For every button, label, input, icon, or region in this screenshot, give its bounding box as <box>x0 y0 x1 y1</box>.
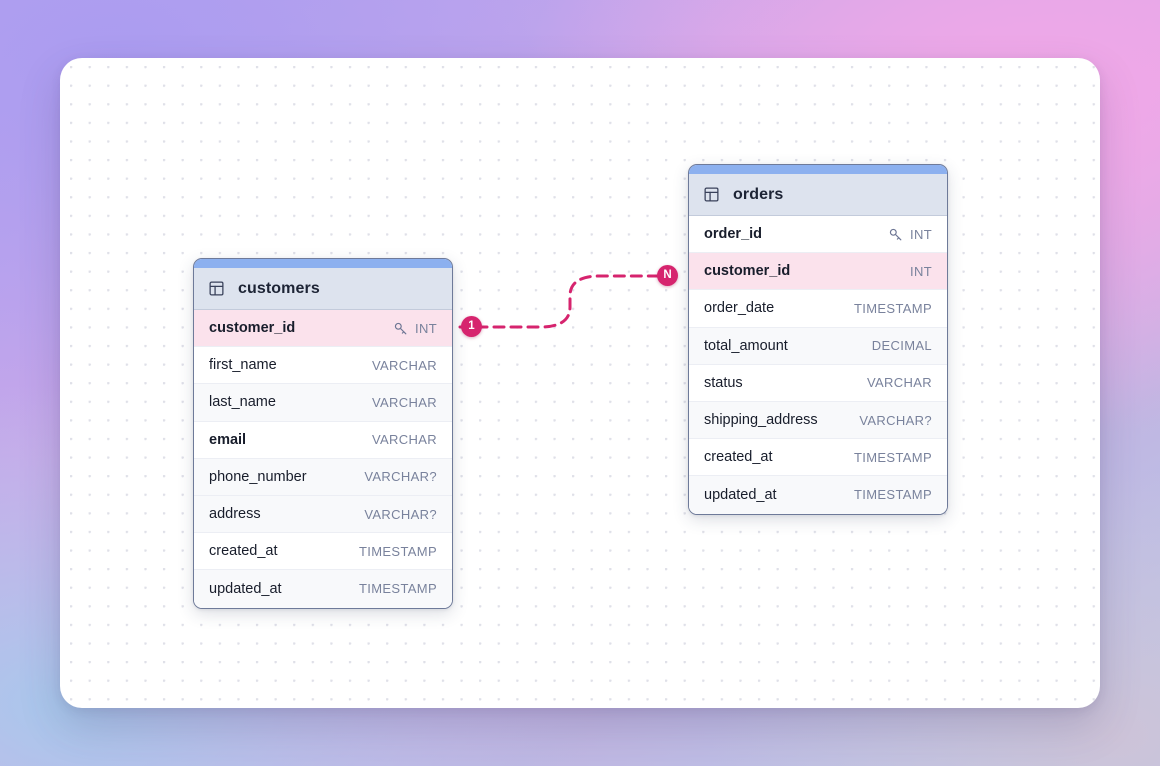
field-name: customer_id <box>704 263 791 280</box>
field-name: shipping_address <box>704 412 818 429</box>
field-row-shipping-address[interactable]: shipping_address VARCHAR? <box>689 401 947 440</box>
primary-key-icon <box>889 228 902 240</box>
field-row-customer-id[interactable]: customer_id INT <box>194 310 452 348</box>
field-row-status[interactable]: status VARCHAR <box>689 364 947 402</box>
table-title-customers: customers <box>238 279 320 297</box>
field-row-email[interactable]: email VARCHAR <box>194 421 452 459</box>
table-node-customers[interactable]: customers customer_id INT first_name VAR… <box>193 258 453 609</box>
field-type: VARCHAR? <box>859 412 932 428</box>
field-name: created_at <box>704 449 773 466</box>
field-name: email <box>209 431 247 448</box>
field-list-customers: customer_id INT first_name VARCHAR la <box>194 310 452 608</box>
field-row-first-name[interactable]: first_name VARCHAR <box>194 347 452 385</box>
field-row-total-amount[interactable]: total_amount DECIMAL <box>689 327 947 365</box>
field-name: total_amount <box>704 337 788 354</box>
field-row-updated-at[interactable]: updated_at TIMESTAMP <box>689 476 947 514</box>
field-row-phone-number[interactable]: phone_number VARCHAR? <box>194 458 452 496</box>
field-type: TIMESTAMP <box>853 449 932 465</box>
table-title-orders: orders <box>733 185 784 203</box>
table-header-orders[interactable]: orders <box>689 174 947 216</box>
field-meta: TIMESTAMP <box>359 581 437 596</box>
field-meta: VARCHAR? <box>364 507 437 522</box>
field-meta: VARCHAR <box>372 432 437 447</box>
table-node-orders[interactable]: orders order_id INT customer_id INT <box>688 164 948 515</box>
field-name: updated_at <box>704 486 777 503</box>
field-name: order_date <box>704 300 775 317</box>
field-type: VARCHAR <box>371 394 437 410</box>
field-type: TIMESTAMP <box>853 487 932 503</box>
field-type: VARCHAR? <box>364 506 437 522</box>
cardinality-badge-target[interactable]: N <box>657 265 678 286</box>
field-type: INT <box>910 226 932 242</box>
field-meta: INT <box>393 321 437 336</box>
field-row-customer-id-fk[interactable]: customer_id INT <box>689 253 947 291</box>
table-accent-bar <box>689 165 947 174</box>
field-row-address[interactable]: address VARCHAR? <box>194 495 452 534</box>
field-type: INT <box>415 320 437 336</box>
field-type: TIMESTAMP <box>853 300 932 316</box>
field-type: VARCHAR? <box>364 469 437 485</box>
field-name: first_name <box>209 357 277 374</box>
table-icon <box>209 281 224 296</box>
field-meta: VARCHAR <box>867 375 932 390</box>
table-accent-bar <box>194 259 452 268</box>
field-name: updated_at <box>209 580 282 597</box>
field-type: VARCHAR <box>371 432 437 448</box>
field-row-order-date[interactable]: order_date TIMESTAMP <box>689 290 947 328</box>
field-meta: TIMESTAMP <box>854 450 932 465</box>
field-meta: VARCHAR? <box>364 469 437 484</box>
field-name: address <box>209 506 261 523</box>
field-row-order-id[interactable]: order_id INT <box>689 216 947 254</box>
field-name: created_at <box>209 543 278 560</box>
field-meta: VARCHAR? <box>859 413 932 428</box>
field-type: TIMESTAMP <box>358 581 437 597</box>
field-meta: VARCHAR <box>372 395 437 410</box>
field-meta: TIMESTAMP <box>854 487 932 502</box>
table-header-customers[interactable]: customers <box>194 268 452 310</box>
field-name: order_id <box>704 226 763 243</box>
field-list-orders: order_id INT customer_id INT order_da <box>689 216 947 514</box>
field-type: DECIMAL <box>871 338 932 354</box>
field-type: VARCHAR <box>371 357 437 373</box>
field-meta: INT <box>888 227 932 242</box>
field-name: last_name <box>209 394 276 411</box>
field-name: customer_id <box>209 320 296 337</box>
field-row-last-name[interactable]: last_name VARCHAR <box>194 384 452 422</box>
field-row-created-at[interactable]: created_at TIMESTAMP <box>689 439 947 477</box>
field-type: TIMESTAMP <box>358 543 437 559</box>
primary-key-icon <box>394 322 407 334</box>
table-icon <box>704 187 719 202</box>
field-row-created-at[interactable]: created_at TIMESTAMP <box>194 533 452 571</box>
cardinality-badge-source[interactable]: 1 <box>461 316 482 337</box>
field-type: INT <box>910 263 932 279</box>
field-name: status <box>704 374 743 391</box>
field-meta: VARCHAR <box>372 358 437 373</box>
field-meta: INT <box>910 264 932 279</box>
field-meta: TIMESTAMP <box>854 301 932 316</box>
field-name: phone_number <box>209 468 307 485</box>
field-meta: DECIMAL <box>872 338 932 353</box>
field-row-updated-at[interactable]: updated_at TIMESTAMP <box>194 570 452 608</box>
diagram-canvas[interactable]: customers customer_id INT first_name VAR… <box>60 58 1100 708</box>
field-meta: TIMESTAMP <box>359 544 437 559</box>
field-type: VARCHAR <box>866 375 932 391</box>
